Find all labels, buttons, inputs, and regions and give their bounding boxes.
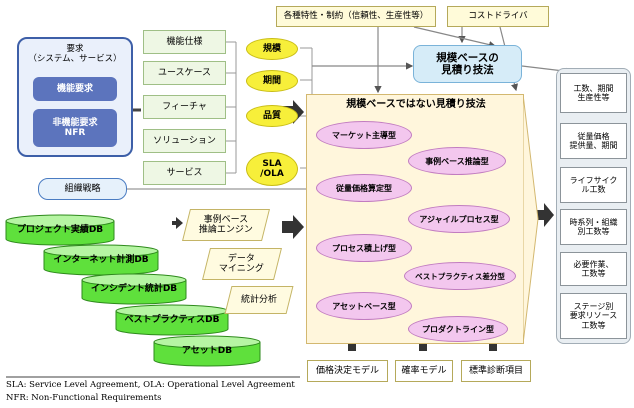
output-metered-price: 従量価格 提供量、期間	[560, 123, 627, 159]
method-label: 従量価格算定型	[336, 183, 392, 193]
scale-based-label: 規模ベースの 見積り技法	[436, 51, 499, 76]
technique-statistical-analysis: 統計分析	[224, 286, 294, 314]
method-case-based: 事例ベース推論型	[408, 147, 506, 175]
constraints-label: 各種特性・制約（信頼性、生産性等）	[283, 10, 429, 21]
nonfunctional-requirements-label: 非機能要求 NFR	[52, 117, 98, 138]
factor-label: 規模	[262, 43, 281, 54]
input-label: サービス	[166, 167, 203, 178]
cost-driver-box: コストドライバ	[447, 6, 549, 27]
nonfunctional-requirements: 非機能要求 NFR	[33, 109, 117, 147]
output-timeseries-effort: 時系列・組織 別工数等	[560, 209, 627, 245]
db-label: アセットDB	[181, 346, 233, 356]
method-label: プロダクトライン型	[422, 324, 494, 334]
db-label: インシデント統計DB	[90, 284, 178, 294]
functional-requirements: 機能要求	[33, 77, 117, 101]
output-required-work: 必要作業、 工数等	[560, 252, 627, 286]
db-incident-statistics	[81, 273, 187, 305]
method-label: アジャイルプロセス型	[419, 214, 499, 224]
method-metered-pricing: 従量価格算定型	[316, 174, 412, 202]
db-label: ベストプラクティスDB	[124, 315, 220, 325]
factor-sla-ola: SLA /OLA	[246, 152, 298, 186]
method-label: アセットベース型	[332, 301, 396, 311]
cost-driver-label: コストドライバ	[468, 10, 528, 21]
model-probability: 確率モデル	[395, 360, 453, 382]
technique-label: 統計分析	[240, 294, 277, 305]
method-agile-process: アジャイルプロセス型	[408, 205, 510, 233]
input-solution: ソリューション	[143, 129, 226, 153]
input-service: サービス	[143, 161, 226, 185]
method-label: ベストプラクティス差分型	[415, 271, 505, 281]
factor-quality: 品質	[246, 105, 298, 127]
method-label: マーケット主導型	[332, 130, 396, 140]
factor-label: 品質	[262, 110, 281, 121]
output-label: ステージ別 要求リソース 工数等	[569, 302, 618, 330]
model-label: 確率モデル	[401, 365, 447, 376]
output-effort-duration: 工数、期間 生産性等	[560, 73, 627, 113]
method-asset-based: アセットベース型	[316, 292, 412, 320]
input-label: 機能仕様	[166, 36, 203, 47]
technique-case-reasoning-engine: 事例ベース 推論エンジン	[182, 209, 270, 241]
factor-size: 規模	[246, 38, 298, 60]
output-stage-resources: ステージ別 要求リソース 工数等	[560, 293, 627, 339]
input-label: フィーチャ	[162, 101, 207, 112]
org-strategy: 組織戦略	[38, 178, 127, 200]
constraints-box: 各種特性・制約（信頼性、生産性等）	[276, 6, 436, 27]
output-label: 工数、期間 生産性等	[573, 83, 614, 102]
model-price-determination: 価格決定モデル	[307, 360, 388, 382]
input-label: ソリューション	[153, 135, 216, 146]
db-label: インターネット計測DB	[53, 255, 149, 265]
output-lifecycle-effort: ライフサイク ル工数	[560, 167, 627, 203]
org-strategy-label: 組織戦略	[64, 183, 101, 194]
technique-data-mining: データ マイニング	[202, 248, 282, 280]
model-standard-diagnostics: 標準診断項目	[461, 360, 531, 382]
db-asset	[153, 335, 261, 367]
model-label: 価格決定モデル	[315, 365, 379, 376]
input-feature: フィーチャ	[143, 95, 226, 119]
method-product-line: プロダクトライン型	[408, 316, 508, 342]
db-label: プロジェクト実績DB	[16, 225, 104, 235]
functional-requirements-label: 機能要求	[56, 83, 93, 94]
footnote-sla-ola: SLA: Service Level Agreement, OLA: Opera…	[6, 380, 295, 390]
technique-label: データ マイニング	[219, 253, 265, 274]
output-label: 従量価格 提供量、期間	[569, 131, 618, 150]
requirements-box: 要求 （システム、サービス） 機能要求 非機能要求 NFR	[17, 37, 133, 157]
scale-based-box: 規模ベースの 見積り技法	[413, 45, 522, 83]
non-scale-arrowhead	[523, 94, 539, 344]
technique-label: 事例ベース 推論エンジン	[198, 214, 253, 235]
model-label: 標準診断項目	[468, 365, 523, 376]
db-internet-measurement	[43, 244, 159, 276]
factor-label: SLA /OLA	[260, 158, 284, 179]
footnote-nfr: NFR: Non-Functional Requirements	[6, 393, 162, 403]
factor-duration: 期間	[246, 70, 298, 92]
non-scale-title: 規模ベースではない見積り技法	[346, 99, 486, 110]
output-label: 時系列・組織 別工数等	[569, 217, 618, 236]
input-label: ユースケース	[157, 67, 212, 78]
method-market-driven: マーケット主導型	[316, 121, 412, 149]
method-label: プロセス積上げ型	[332, 243, 396, 253]
method-process-buildup: プロセス積上げ型	[316, 234, 412, 262]
output-label: ライフサイク ル工数	[569, 175, 618, 194]
input-use-case: ユースケース	[143, 61, 226, 85]
method-best-practice-diff: ベストプラクティス差分型	[404, 262, 516, 290]
input-functional-spec: 機能仕様	[143, 30, 226, 54]
db-best-practice	[115, 304, 229, 336]
method-label: 事例ベース推論型	[425, 156, 489, 166]
output-label: 必要作業、 工数等	[573, 259, 614, 278]
factor-label: 期間	[262, 75, 281, 86]
requirements-title: 要求 （システム、サービス）	[28, 44, 122, 64]
db-project-results	[5, 214, 115, 246]
